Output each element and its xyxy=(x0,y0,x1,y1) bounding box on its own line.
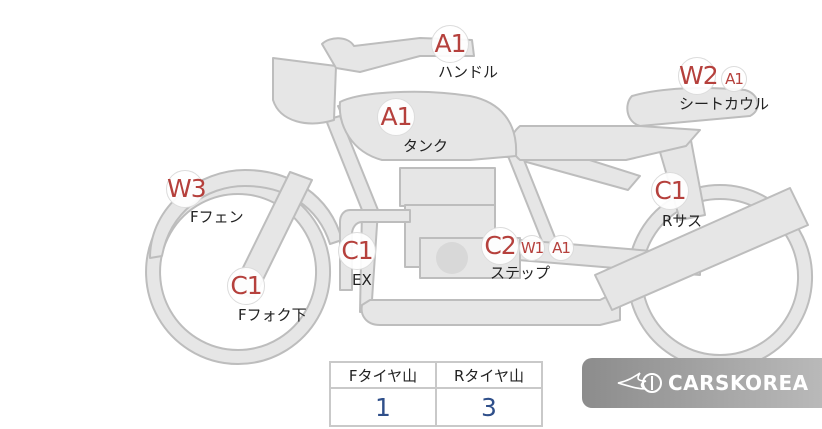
rear-suspension-code-badge: C1 xyxy=(651,172,689,210)
step-label: ステップ xyxy=(490,264,551,282)
tire-tread-table: Fタイヤ山 Rタイヤ山 1 3 xyxy=(329,361,543,427)
rear-tread-value: 3 xyxy=(435,387,543,427)
tank-label: タンク xyxy=(403,137,449,155)
front-fender-label: Fフェン xyxy=(190,208,244,226)
front-tread-header: Fタイヤ山 xyxy=(329,361,437,389)
lower-frame xyxy=(360,289,621,326)
rear-tread-header: Rタイヤ山 xyxy=(435,361,543,389)
seat-cowl-code-badge-1: W2 xyxy=(678,57,719,95)
seat-cowl-label: シートカウル xyxy=(679,95,770,113)
muffler xyxy=(594,187,809,311)
logo-text: CARSKOREA xyxy=(668,371,809,395)
headlight xyxy=(272,57,337,125)
rear-suspension-label: Rサス xyxy=(662,212,703,230)
carskorea-logo: CARSKOREA xyxy=(582,358,822,408)
seat xyxy=(626,87,759,127)
tank-code-badge: A1 xyxy=(377,98,415,136)
engine-block xyxy=(399,167,496,207)
exhaust-label: EX xyxy=(352,271,372,289)
seat-cowl-code-badge-2: A1 xyxy=(721,66,747,92)
front-fork-label: Fフォク下 xyxy=(238,306,307,324)
front-fender-code-badge: W3 xyxy=(166,170,207,208)
handle-label: ハンドル xyxy=(438,63,499,81)
front-fork-code-badge: C1 xyxy=(227,267,265,305)
flame-logo-icon xyxy=(617,372,662,393)
front-tread-value: 1 xyxy=(329,387,437,427)
step-code-badge-3: A1 xyxy=(548,235,574,261)
exhaust-code-badge: C1 xyxy=(338,232,376,270)
step-code-badge-1: C2 xyxy=(481,227,519,265)
step-code-badge-2: W1 xyxy=(519,235,545,261)
handle-code-badge: A1 xyxy=(431,25,469,63)
engine-circle xyxy=(436,242,468,274)
